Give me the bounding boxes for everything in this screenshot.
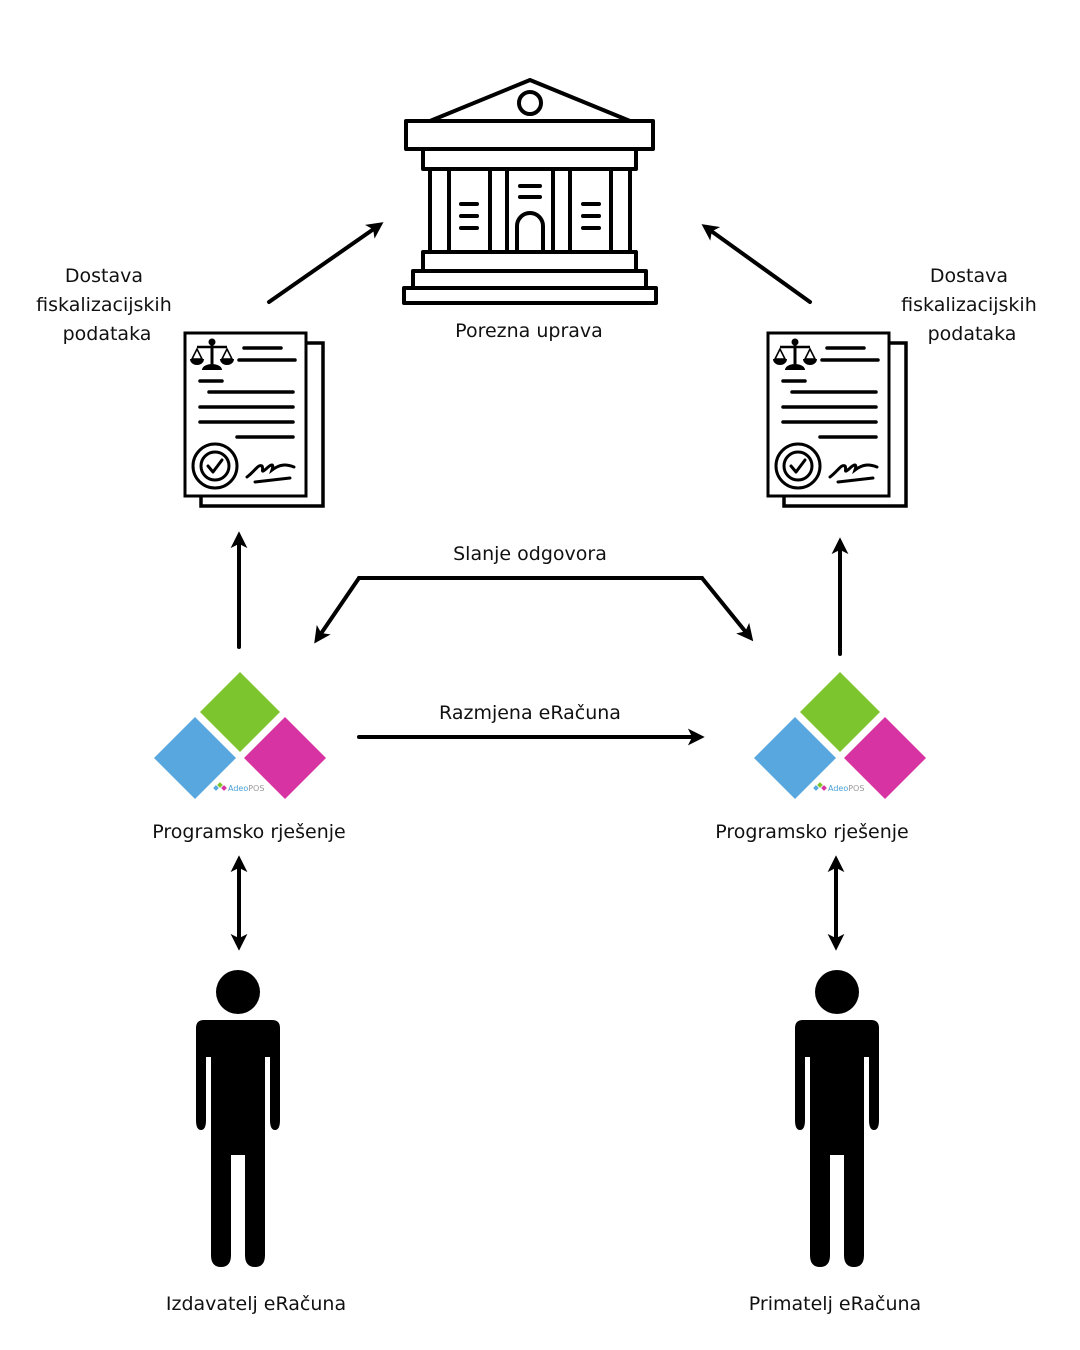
response-label: Slanje odgovora xyxy=(453,543,607,565)
scales-icon xyxy=(190,338,234,370)
logo-magenta-diamond xyxy=(244,717,326,799)
person-icon xyxy=(795,970,879,1267)
svg-text:AdeoPOS: AdeoPOS xyxy=(228,784,264,793)
logo-blue-diamond xyxy=(154,717,236,799)
doc-left-label: Dostava fiskalizacijskih podataka xyxy=(36,265,178,345)
doc-right-label: Dostava fiskalizacijskih podataka xyxy=(901,265,1043,345)
logo-text-adeo: Adeo xyxy=(828,784,848,793)
svg-text:AdeoPOS: AdeoPOS xyxy=(828,784,864,793)
arrow-right-to-tax-authority xyxy=(701,224,812,304)
response-arrow xyxy=(314,576,754,644)
logo-green-diamond xyxy=(800,672,880,752)
adeopos-logo: AdeoPOS xyxy=(154,672,326,799)
legal-document-icon xyxy=(183,331,325,508)
logo-text-pos: POS xyxy=(848,784,864,793)
signature-icon xyxy=(245,463,296,484)
signature-icon xyxy=(828,463,879,484)
adeopos-logo: AdeoPOS xyxy=(754,672,926,799)
government-building-icon xyxy=(402,78,658,305)
logo-text-pos: POS xyxy=(248,784,264,793)
exchange-label: Razmjena eRačuna xyxy=(439,702,621,724)
seal-check-icon xyxy=(191,442,239,490)
logo-magenta-diamond xyxy=(844,717,926,799)
adeopos-wordmark: AdeoPOS xyxy=(213,782,264,793)
logo-green-diamond xyxy=(200,672,280,752)
doc-left-label-line: podataka xyxy=(63,323,152,345)
doc-left-label-line: Dostava xyxy=(65,265,143,287)
logo-blue-diamond xyxy=(754,717,836,799)
seal-check-icon xyxy=(774,442,822,490)
person-icon xyxy=(196,970,280,1267)
tax-authority-label: Porezna uprava xyxy=(455,320,603,342)
adeopos-wordmark: AdeoPOS xyxy=(813,782,864,793)
arrow-left-to-tax-authority xyxy=(267,222,384,304)
logo-text-adeo: Adeo xyxy=(228,784,248,793)
doc-left-label-line: fiskalizacijskih xyxy=(36,294,172,316)
issuer-label: Izdavatelj eRačuna xyxy=(166,1293,346,1315)
software-left-label: Programsko rješenje xyxy=(152,821,345,843)
receiver-label: Primatelj eRačuna xyxy=(749,1293,921,1315)
doc-right-label-line: fiskalizacijskih xyxy=(901,294,1037,316)
scales-icon xyxy=(773,338,817,370)
doc-right-label-line: Dostava xyxy=(930,265,1008,287)
software-right-label: Programsko rješenje xyxy=(715,821,908,843)
doc-right-label-line: podataka xyxy=(928,323,1017,345)
legal-document-icon xyxy=(766,331,908,508)
